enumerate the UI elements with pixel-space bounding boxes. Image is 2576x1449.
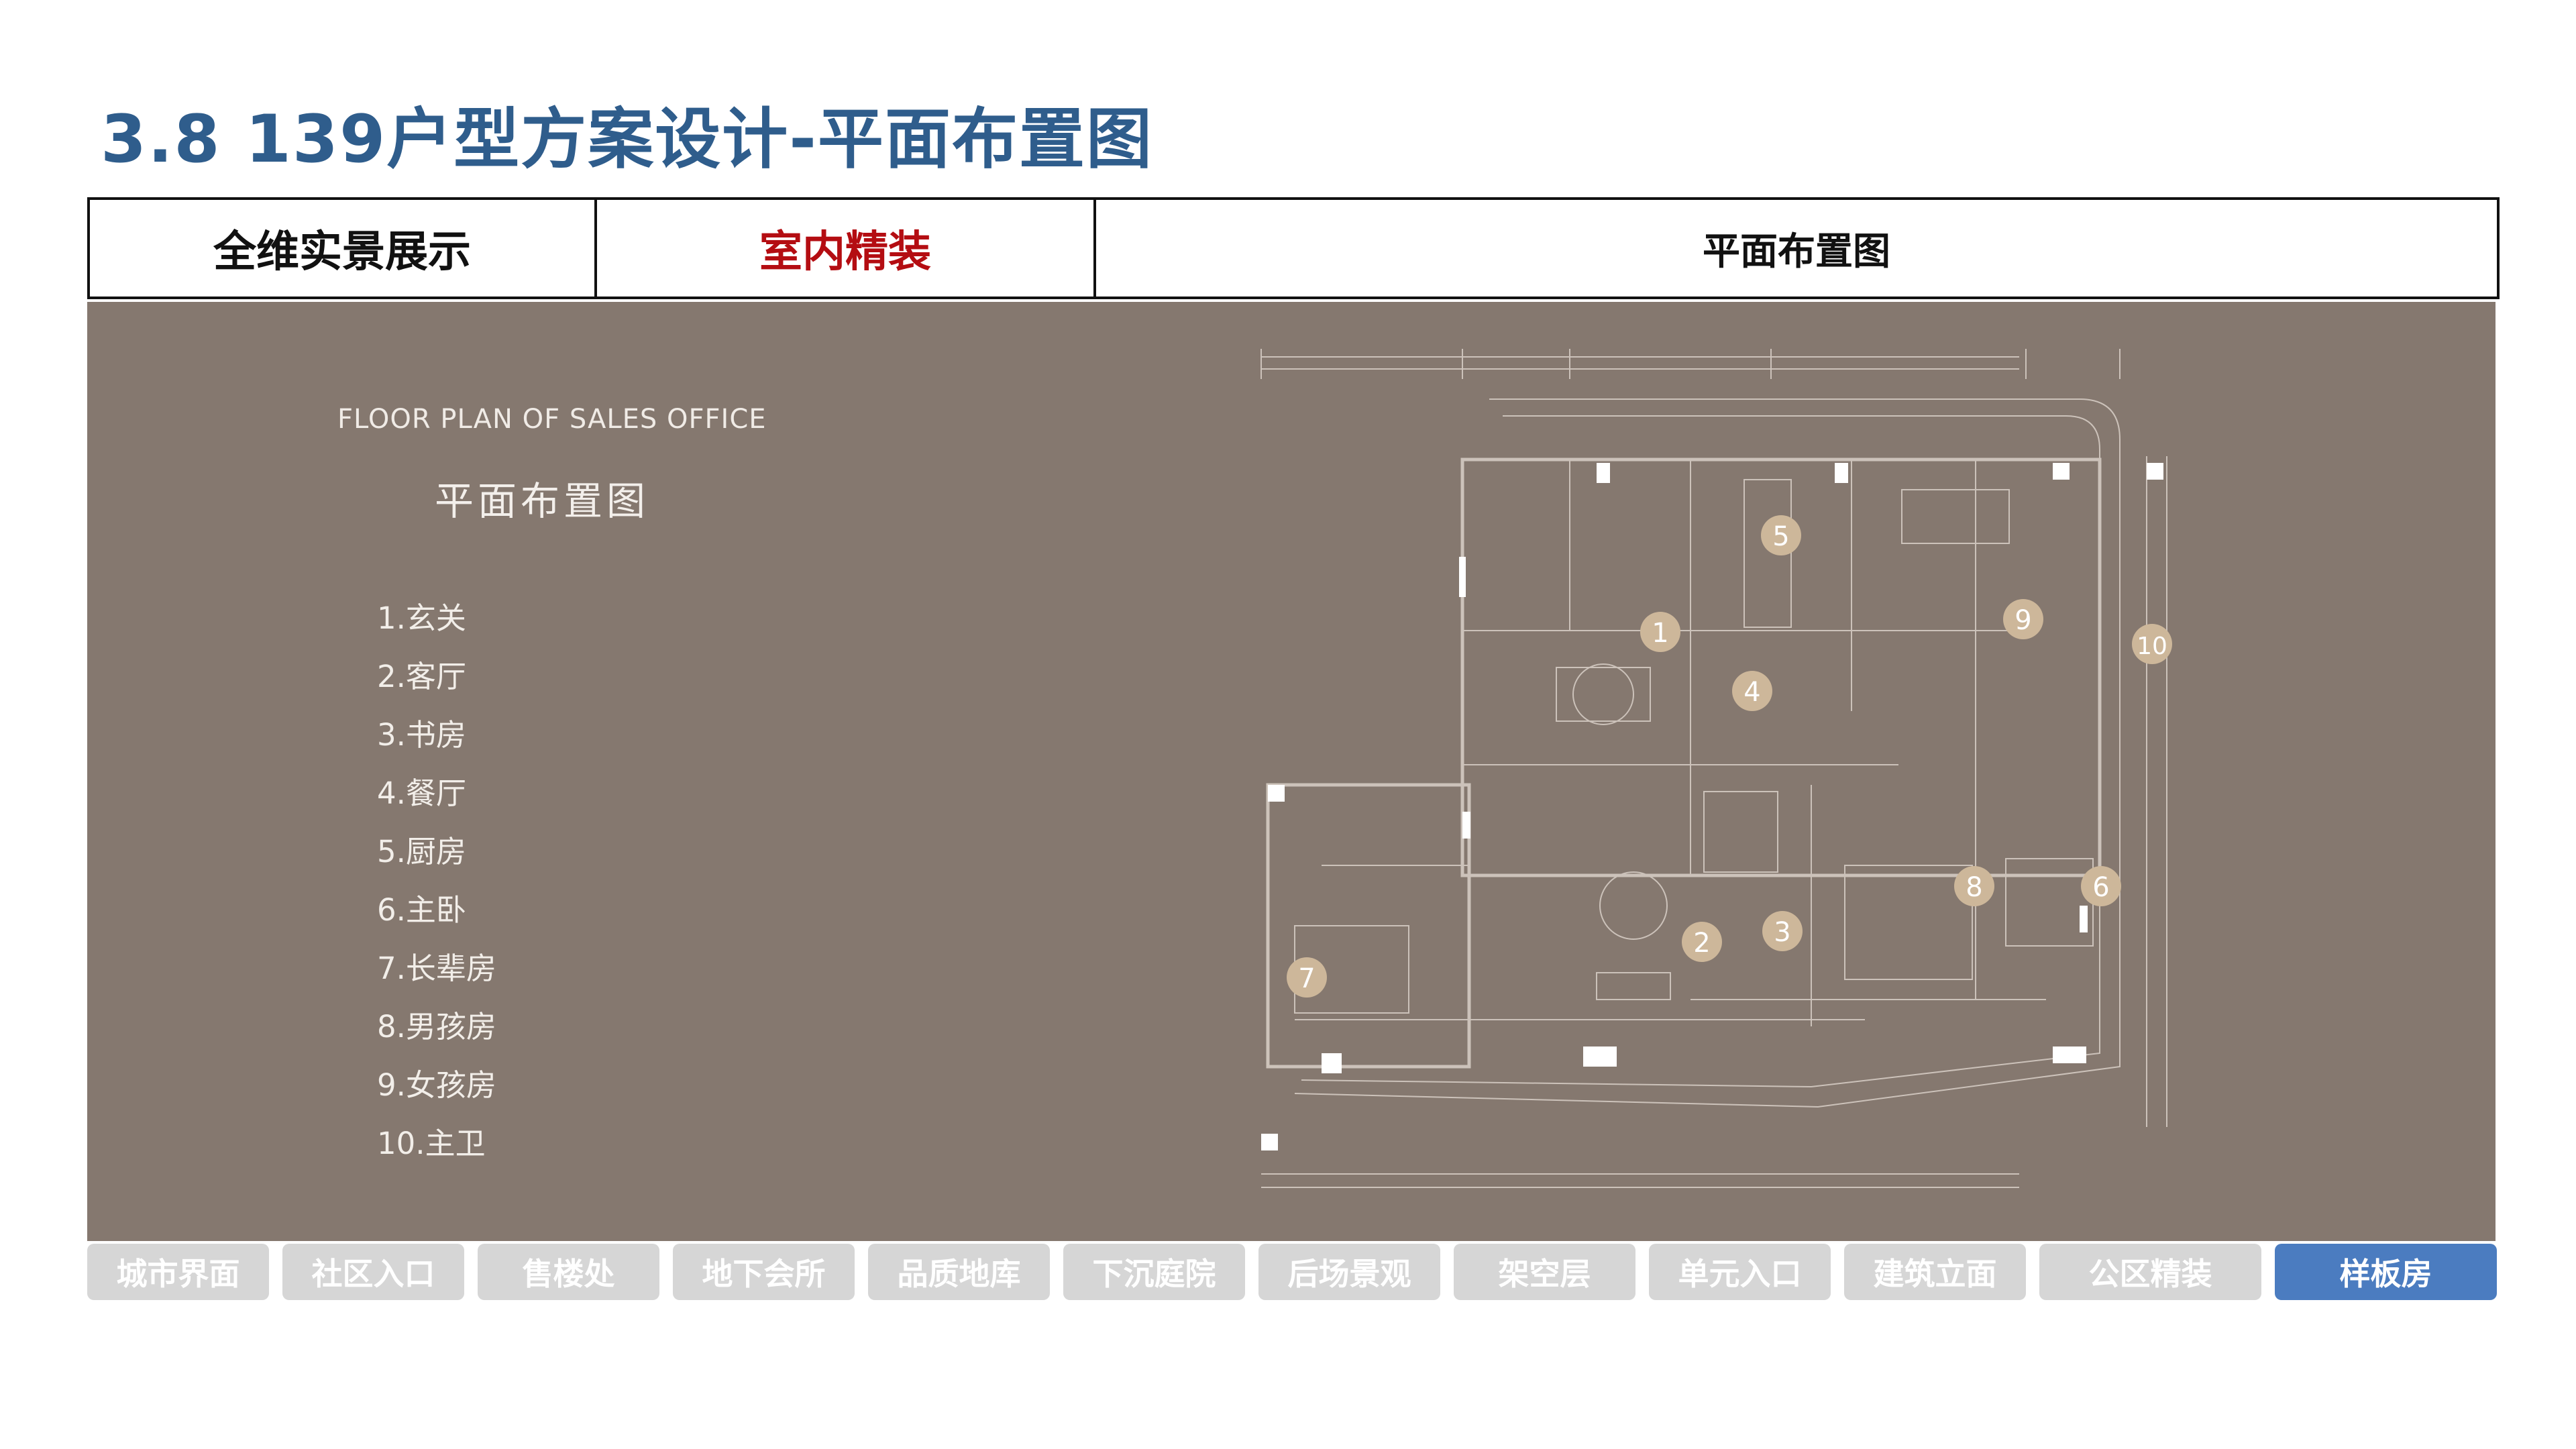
room-marker: 10 [2137,633,2167,660]
floor-plan-panel: FLOOR PLAN OF SALES OFFICE 平面布置图 1.玄关 2.… [87,302,2496,1241]
legend-item: 8.男孩房 [377,1009,496,1044]
room-markers: 1 2 3 4 5 6 7 8 9 10 [1287,515,2172,998]
room-legend: 1.玄关 2.客厅 3.书房 4.餐厅 5.厨房 6.主卧 7.长辈房 8.男孩… [377,589,496,1173]
legend-item: 1.玄关 [377,600,466,636]
tab-floor-plan[interactable]: 平面布置图 [1703,229,1890,274]
room-marker: 6 [2092,872,2109,903]
legend-item: 7.长辈房 [377,951,496,986]
legend-item: 5.厨房 [377,834,466,869]
nav-item-sales-office[interactable]: 售楼处 [478,1244,659,1300]
nav-item-underground-club[interactable]: 地下会所 [673,1244,855,1300]
room-marker: 7 [1298,963,1315,994]
legend-item: 3.书房 [377,717,466,753]
nav-item-sunken-courtyard[interactable]: 下沉庭院 [1063,1244,1245,1300]
nav-item-unit-entrance[interactable]: 单元入口 [1649,1244,1831,1300]
room-marker: 5 [1772,521,1789,552]
nav-item-model-house[interactable]: 样板房 [2275,1244,2497,1300]
nav-item-garage[interactable]: 品质地库 [868,1244,1050,1300]
legend-item: 9.女孩房 [377,1067,496,1103]
tab-interior[interactable]: 室内精装 [597,200,1096,297]
room-marker: 9 [2015,605,2031,636]
bottom-nav: 城市界面 社区入口 售楼处 地下会所 品质地库 下沉庭院 后场景观 架空层 单元… [87,1244,2497,1300]
room-marker: 4 [1743,677,1760,708]
room-marker: 1 [1652,618,1668,649]
tab-panorama[interactable]: 全维实景展示 [90,200,597,297]
nav-item-overhead-floor[interactable]: 架空层 [1454,1244,1635,1300]
room-marker: 8 [1966,872,1982,903]
nav-item-community-entrance[interactable]: 社区入口 [282,1244,464,1300]
tab-bar: 全维实景展示 室内精装 平面布置图 [87,197,2500,299]
nav-item-backyard-landscape[interactable]: 后场景观 [1258,1244,1440,1300]
chinese-title: 平面布置图 [435,478,650,524]
legend-item: 4.餐厅 [377,775,466,811]
english-title: FLOOR PLAN OF SALES OFFICE [337,404,767,435]
nav-item-public-decor[interactable]: 公区精装 [2039,1244,2261,1300]
nav-item-city[interactable]: 城市界面 [87,1244,269,1300]
room-marker: 2 [1693,928,1710,959]
page-title: 3.8 139户型方案设计-平面布置图 [101,101,1153,178]
legend-item: 2.客厅 [377,659,466,694]
room-marker: 3 [1774,917,1790,948]
floor-plan-drawing: 1 2 3 4 5 6 7 8 9 10 [1260,349,2172,1188]
legend-item: 10.主卫 [377,1126,486,1161]
legend-item: 6.主卧 [377,892,466,928]
nav-item-facade[interactable]: 建筑立面 [1844,1244,2026,1300]
